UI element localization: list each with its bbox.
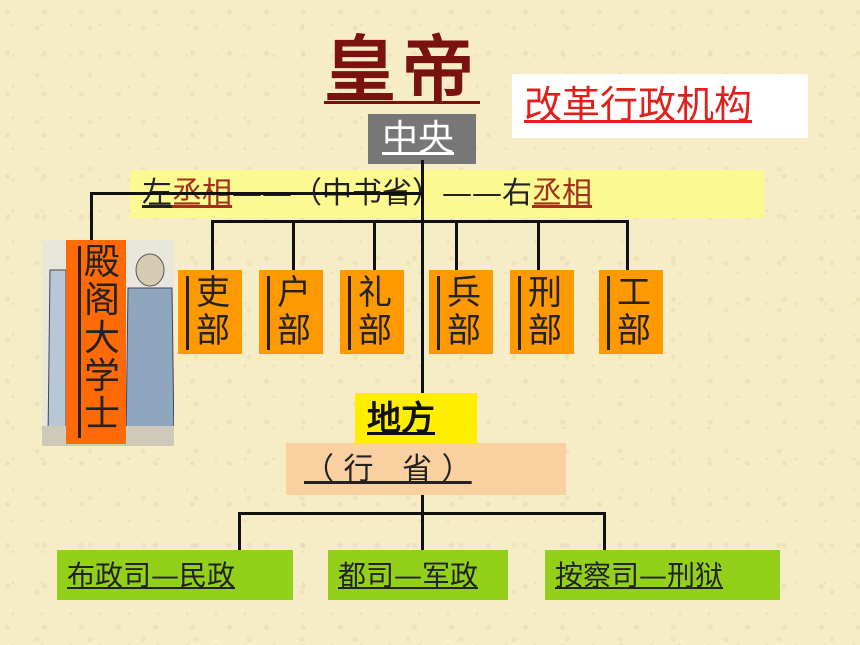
office-label: 都司—军政 bbox=[338, 559, 479, 592]
local-box: 地方 bbox=[355, 393, 477, 445]
ministry-revenue: 户 部 bbox=[259, 270, 323, 354]
right-prefix: 右 bbox=[502, 176, 532, 211]
ministry-works: 工 部 bbox=[599, 270, 663, 354]
ministry-war: 兵 部 bbox=[429, 270, 493, 354]
reform-label-box: 改革行政机构 bbox=[512, 74, 808, 138]
chancellor-row: 左丞相——（中书省）——右丞相 bbox=[130, 170, 764, 218]
province-label: （ 行 省 ） bbox=[304, 452, 472, 487]
local-label: 地方 bbox=[367, 399, 435, 439]
ministry-char: 部 bbox=[528, 311, 562, 351]
office-judicial: 按察司—刑狱 bbox=[545, 550, 780, 600]
ministry-char: 部 bbox=[358, 311, 392, 351]
ministry-rites: 礼 部 bbox=[340, 270, 404, 354]
office-drop-line bbox=[238, 512, 241, 552]
scholar-char: 殿 bbox=[83, 242, 120, 283]
ministry-justice: 刑 部 bbox=[510, 270, 574, 354]
ministry-drop-line bbox=[537, 220, 540, 270]
scholar-char: 阁 bbox=[83, 280, 120, 321]
office-drop-line bbox=[603, 512, 606, 552]
province-box: （ 行 省 ） bbox=[286, 443, 566, 495]
ministry-char: 礼 bbox=[358, 273, 392, 313]
title-emperor: 皇帝 bbox=[324, 28, 481, 112]
grand-secretary-box: 殿 阁 大 学 士 bbox=[66, 240, 126, 444]
ministry-drop-line bbox=[455, 220, 458, 270]
ministry-char: 部 bbox=[196, 311, 230, 351]
office-label: 布政司—民政 bbox=[67, 559, 236, 592]
office-label: 按察司—刑狱 bbox=[555, 559, 724, 592]
ministry-drop-line bbox=[292, 220, 295, 270]
scholar-char: 士 bbox=[83, 394, 120, 435]
ministry-char: 部 bbox=[447, 311, 481, 351]
ministry-char: 兵 bbox=[447, 273, 481, 313]
office-military: 都司—军政 bbox=[328, 550, 508, 600]
ministry-drop-line bbox=[373, 220, 376, 270]
scholar-char: 大 bbox=[83, 318, 120, 359]
ministry-personnel: 吏 部 bbox=[178, 270, 242, 354]
ministry-char: 部 bbox=[277, 311, 311, 351]
ministry-drop-line bbox=[626, 220, 629, 270]
ministry-char: 吏 bbox=[196, 273, 230, 313]
office-civil: 布政司—民政 bbox=[57, 550, 293, 600]
local-trunk-line bbox=[421, 495, 424, 513]
ministry-char: 工 bbox=[617, 273, 651, 313]
ministry-drop-line bbox=[211, 220, 214, 270]
scholar-drop-line bbox=[90, 192, 93, 242]
office-drop-line bbox=[421, 512, 424, 552]
right-chancellor: 丞相 bbox=[532, 176, 592, 211]
reform-label: 改革行政机构 bbox=[524, 83, 753, 127]
ministry-char: 部 bbox=[617, 311, 651, 351]
ministry-char: 刑 bbox=[528, 273, 562, 313]
scholar-branch-line bbox=[90, 192, 423, 195]
ministry-bus-line bbox=[211, 220, 629, 223]
central-box: 中央 bbox=[368, 114, 476, 164]
central-trunk-line bbox=[421, 160, 424, 396]
scholar-char: 学 bbox=[83, 356, 120, 397]
ministry-char: 户 bbox=[277, 273, 311, 313]
central-label: 中央 bbox=[382, 118, 455, 159]
